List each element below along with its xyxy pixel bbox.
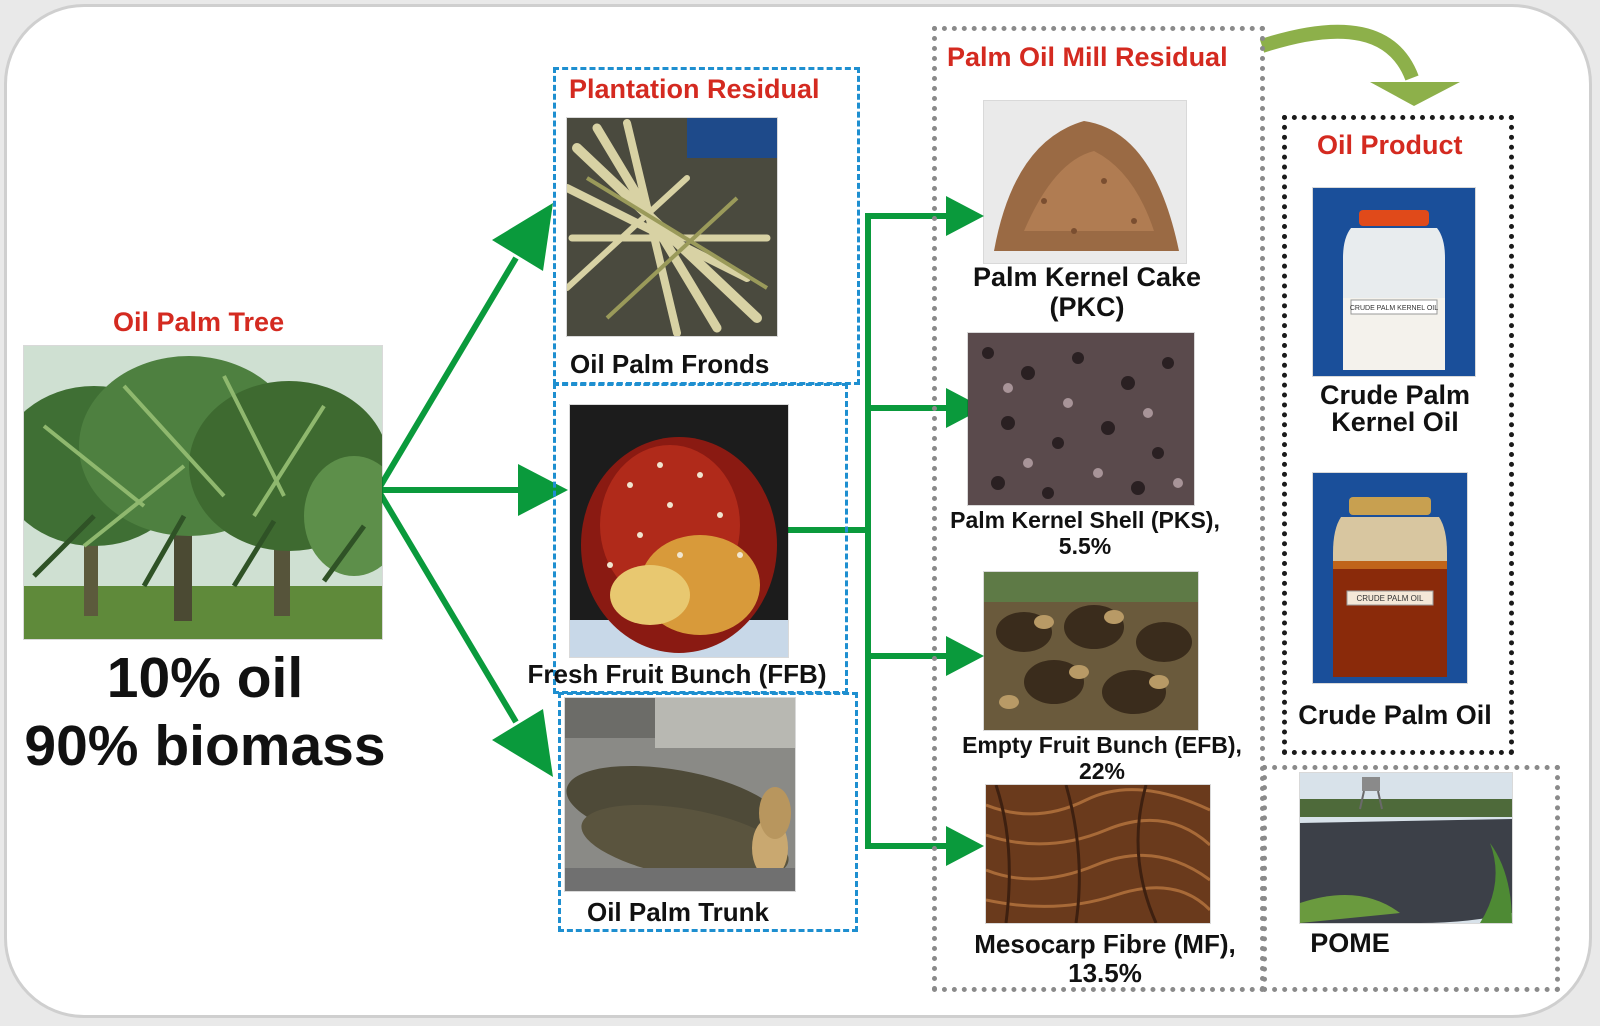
oil-palm-trunk-label: Oil Palm Trunk: [586, 897, 770, 927]
cpo-jar-label: CRUDE PALM OIL: [1357, 594, 1425, 603]
tree-to-plantation-arrows: [375, 203, 568, 777]
arrowhead-mf: [946, 826, 984, 866]
curved-arrow: [1259, 24, 1460, 106]
mesocarp-fibre-photo: [986, 785, 1210, 923]
fresh-fruit-bunch-label: Fresh Fruit Bunch (FFB): [527, 659, 827, 689]
pome-label: POME: [1310, 928, 1390, 958]
efb-label-line2: 22%: [1078, 757, 1126, 784]
ffb-to-mill-arrows: [788, 196, 984, 866]
palm-kernel-shell-photo: [968, 333, 1194, 505]
pkc-label-line1: Palm Kernel Cake: [972, 262, 1202, 292]
oil-percentage-text: 10% oil: [106, 646, 304, 710]
plantation-residual-title: Plantation Residual: [569, 74, 820, 104]
oil-product-box: [1282, 115, 1514, 755]
arrow-to-fronds: [375, 256, 519, 492]
curved-arrow-head: [1370, 82, 1460, 106]
mf-label-line2: 13.5%: [1068, 958, 1142, 989]
oil-product-title: Oil Product: [1317, 130, 1463, 160]
oil-palm-fronds-photo: [567, 118, 777, 336]
cpko-label-line2: Kernel Oil: [1331, 407, 1459, 437]
cpko-label-line1: Crude Palm: [1319, 380, 1471, 410]
efb-label-line1: Empty Fruit Bunch (EFB),: [962, 732, 1242, 758]
crude-palm-kernel-oil-label: Crude Palm Kernel Oil: [1290, 382, 1500, 436]
crude-palm-oil-label: Crude Palm Oil: [1298, 700, 1492, 730]
oil-palm-trunk-photo: [565, 698, 795, 891]
arrowhead-fronds: [492, 203, 553, 271]
cpko-jar-label: CRUDE PALM KERNEL OIL: [1350, 305, 1438, 312]
pome-pond-photo: [1300, 773, 1512, 923]
palm-kernel-cake-photo: [984, 101, 1186, 263]
arrowhead-efb: [946, 636, 984, 676]
crude-palm-oil-photo: CRUDE PALM OIL: [1313, 473, 1467, 683]
pks-label-line2: 5.5%: [1058, 532, 1112, 559]
crude-palm-kernel-oil-photo: CRUDE PALM KERNEL OIL: [1313, 188, 1475, 376]
oil-palm-fronds-label: Oil Palm Fronds: [570, 349, 770, 379]
empty-fruit-bunch-label: Empty Fruit Bunch (EFB), 22%: [952, 732, 1252, 785]
curved-arrow-shaft: [1259, 24, 1419, 81]
fresh-fruit-bunch-photo: [570, 405, 788, 657]
pome-box: [1262, 765, 1560, 992]
mesocarp-fibre-label: Mesocarp Fibre (MF), 13.5%: [950, 929, 1260, 989]
palm-kernel-cake-label: Palm Kernel Cake (PKC): [962, 262, 1212, 322]
mf-label-line1: Mesocarp Fibre (MF),: [974, 929, 1236, 959]
biomass-percentage-text: 90% biomass: [24, 714, 386, 778]
arrowhead-ffb: [518, 464, 568, 516]
empty-fruit-bunch-photo: [984, 572, 1198, 730]
oil-palm-tree-title: Oil Palm Tree: [113, 307, 285, 337]
oil-palm-tree-photo: [24, 346, 382, 639]
pks-label-line1: Palm Kernel Shell (PKS),: [950, 507, 1220, 533]
palm-kernel-shell-label: Palm Kernel Shell (PKS), 5.5%: [940, 507, 1230, 560]
arrowhead-trunk: [492, 709, 553, 777]
pkc-label-line2: (PKC): [1049, 292, 1125, 323]
mill-residual-box: [932, 26, 1265, 992]
arrowhead-pkc: [946, 196, 984, 236]
arrowhead-pks: [946, 388, 984, 428]
plantation-residual-box-bottom: [558, 692, 858, 932]
arrow-to-trunk: [375, 488, 519, 724]
mill-residual-title: Palm Oil Mill Residual: [947, 42, 1228, 72]
